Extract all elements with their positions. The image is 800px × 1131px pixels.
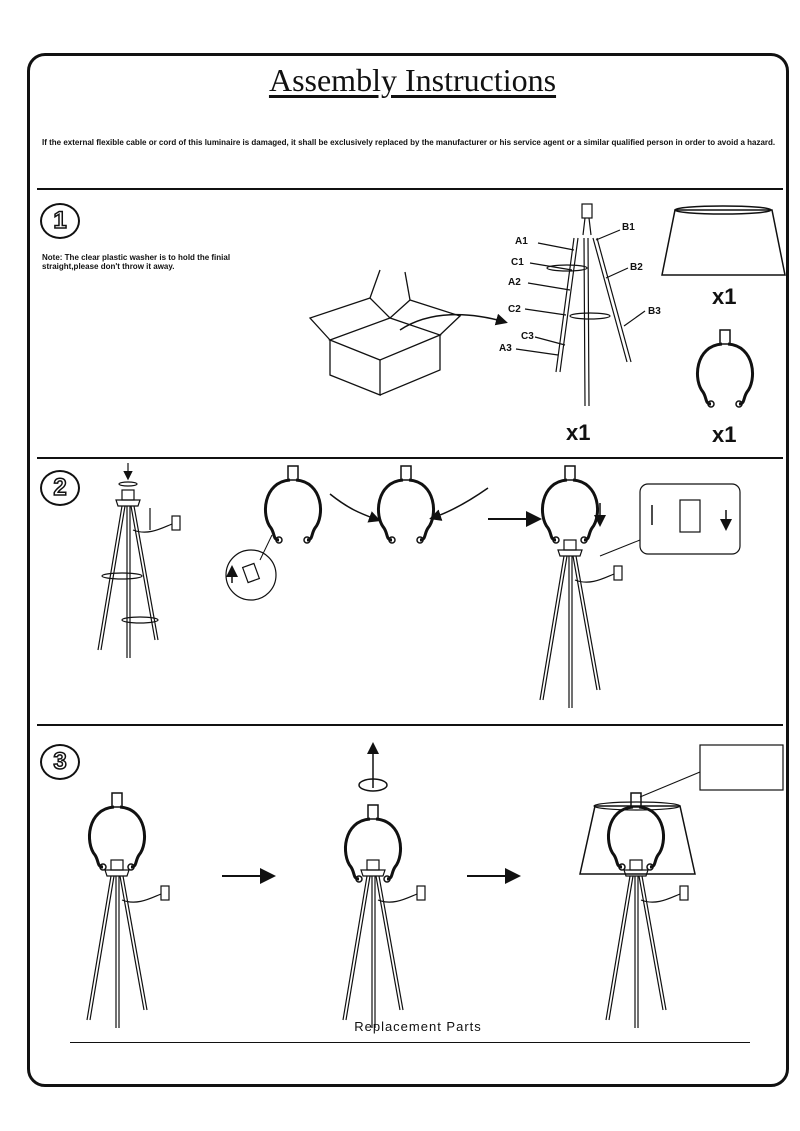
part-label-c1: C1 [511, 257, 524, 268]
part-label-c2: C2 [508, 304, 521, 315]
part-label-a1: A1 [515, 236, 528, 247]
box-illustration [308, 269, 462, 396]
replacement-parts-line [70, 1042, 750, 1043]
step-2-number: 2 [40, 470, 80, 506]
part-label-a2: A2 [508, 277, 521, 288]
part-label-b1: B1 [622, 222, 635, 233]
section-divider [37, 188, 783, 190]
step-1-number: 1 [40, 203, 80, 239]
page-frame [27, 53, 789, 1087]
section-divider [37, 724, 783, 726]
part-label-b2: B2 [630, 262, 643, 273]
step-3-number: 3 [40, 744, 80, 780]
part-label-b3: B3 [648, 306, 661, 317]
washer-note: Note: The clear plastic washer is to hol… [42, 253, 231, 271]
shade-quantity: x1 [712, 284, 737, 309]
harp-quantity: x1 [712, 422, 737, 447]
part-label-a3: A3 [499, 343, 512, 354]
section-divider [37, 457, 783, 459]
part-label-c3: C3 [521, 331, 534, 342]
base-quantity: x1 [566, 420, 591, 445]
page-title: Assembly Instructions [268, 62, 557, 98]
replacement-parts-label: Replacement Parts [354, 1019, 482, 1034]
safety-warning: If the external flexible cable or cord o… [42, 138, 776, 147]
